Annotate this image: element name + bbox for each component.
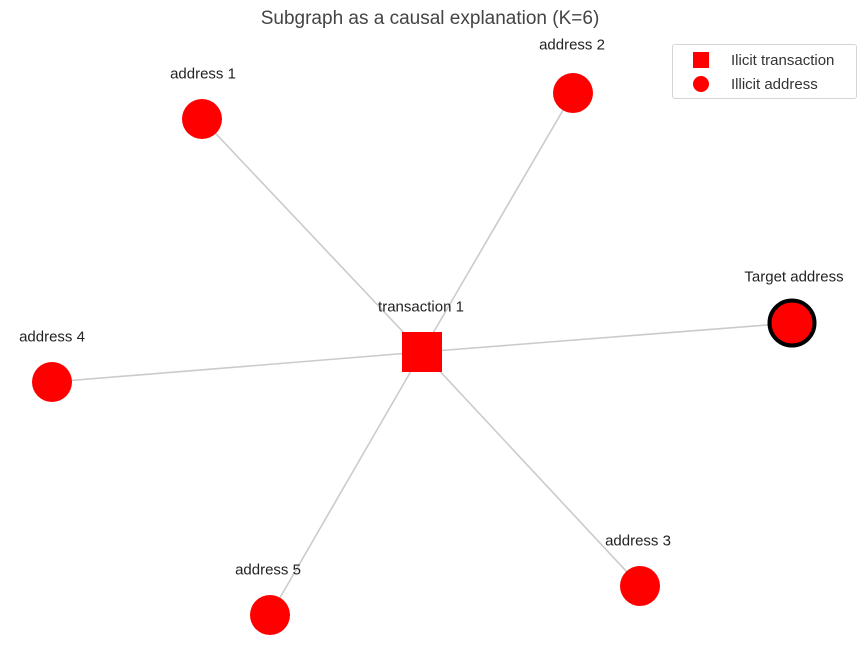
label-address-5: address 5 [235,561,301,579]
figure-title: Subgraph as a causal explanation (K=6) [260,8,600,29]
node-address-1 [182,99,222,139]
legend-item-label: Ilicit transaction [731,51,835,69]
edge-transaction-1-address-1 [201,118,423,353]
node-transaction-1 [402,332,442,372]
label-target-address: Target address [744,268,844,286]
edge-transaction-1-address-4 [51,351,423,383]
node-address-5 [250,595,290,635]
legend-item-illicit-transaction: Ilicit transaction [673,48,856,72]
node-address-4 [32,362,72,402]
legend-item-label: Illicit address [731,75,818,93]
node-target-address [767,298,817,348]
legend-item-illicit-address: Illicit address [673,72,856,96]
edge-transaction-1-address-5 [269,351,423,616]
label-address-4: address 4 [19,328,85,346]
node-address-2 [553,73,593,113]
legend-circle-marker [693,76,709,92]
legend: Ilicit transaction Illicit address [672,44,857,99]
label-address-2: address 2 [539,36,605,54]
label-transaction-1: transaction 1 [378,298,464,316]
label-address-3: address 3 [605,532,671,550]
node-address-3 [620,566,660,606]
edge-transaction-1-address-3 [421,351,641,587]
edge-transaction-1-target-address [421,322,793,353]
label-address-1: address 1 [170,65,236,83]
edge-transaction-1-address-2 [421,92,574,353]
legend-square-marker [693,52,709,68]
